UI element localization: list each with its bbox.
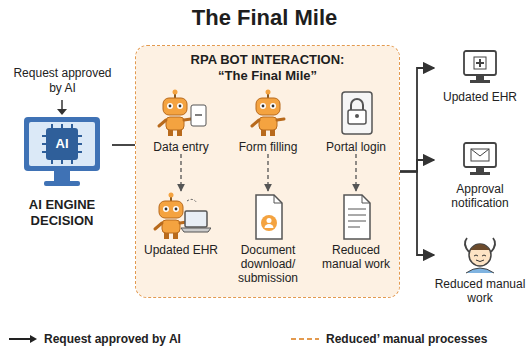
output-label: Updated EHR bbox=[434, 90, 526, 104]
rpa-group-box: RPA BOT INTERACTION: “The Final Mile” Dat… bbox=[135, 45, 400, 298]
flow-connector bbox=[400, 68, 434, 172]
step-label: Form filling bbox=[228, 140, 308, 154]
dashed-connector bbox=[267, 154, 268, 191]
chip-label: AI bbox=[46, 128, 78, 160]
legend-entry: Request approved by AI bbox=[8, 332, 181, 346]
output-icon bbox=[458, 48, 502, 88]
flow-connector bbox=[400, 160, 434, 172]
flow-connector bbox=[112, 144, 135, 146]
leader-arrowhead bbox=[57, 109, 67, 115]
step-label: Document download/ submission bbox=[228, 243, 308, 285]
step-icon bbox=[326, 88, 386, 138]
rpa-step: Form filling bbox=[228, 88, 308, 154]
legend-entry: Reduced’ manual processes bbox=[290, 332, 487, 346]
step-icon bbox=[238, 191, 298, 241]
dashed-connector bbox=[355, 154, 356, 191]
output-node: Reduced manual work bbox=[434, 235, 526, 305]
legend-label: Reduced’ manual processes bbox=[326, 332, 487, 346]
step-icon bbox=[151, 191, 211, 241]
output-icon bbox=[458, 140, 502, 180]
step-label: Updated EHR bbox=[141, 243, 221, 257]
rpa-step: Data entry bbox=[141, 88, 221, 154]
leader-line bbox=[61, 100, 63, 110]
legend-label: Request approved by AI bbox=[44, 332, 181, 346]
dashed-connector bbox=[180, 154, 181, 191]
flow-connector bbox=[400, 172, 434, 256]
group-heading: RPA BOT INTERACTION: “The Final Mile” bbox=[180, 52, 355, 84]
step-label: Data entry bbox=[141, 140, 221, 154]
step-icon bbox=[238, 88, 298, 138]
engine-caption: AI ENGINE DECISION bbox=[17, 197, 107, 229]
step-icon bbox=[151, 88, 211, 138]
output-icon bbox=[458, 235, 502, 275]
output-node: Approval notification bbox=[434, 140, 526, 210]
output-label: Reduced manual work bbox=[434, 277, 526, 305]
ai-engine-node: AI AI ENGINE DECISION bbox=[12, 115, 112, 229]
rpa-step: Reduced manual work bbox=[316, 191, 396, 271]
group-fill bbox=[136, 46, 399, 297]
step-label: Reduced manual work bbox=[316, 243, 396, 271]
rpa-step: Document download/ submission bbox=[228, 191, 308, 285]
output-node: Updated EHR bbox=[434, 48, 526, 104]
legend-dash-sample bbox=[290, 334, 320, 344]
annotation-label: Request approved by AI bbox=[10, 66, 115, 96]
monitor-icon bbox=[22, 115, 102, 193]
step-label: Portal login bbox=[316, 140, 396, 154]
rpa-step: Updated EHR bbox=[141, 191, 221, 257]
output-label: Approval notification bbox=[434, 182, 526, 210]
rpa-step: Portal login bbox=[316, 88, 396, 154]
legend-arrow-sample bbox=[8, 334, 38, 344]
diagram-title: The Final Mile bbox=[0, 5, 529, 31]
step-icon bbox=[326, 191, 386, 241]
